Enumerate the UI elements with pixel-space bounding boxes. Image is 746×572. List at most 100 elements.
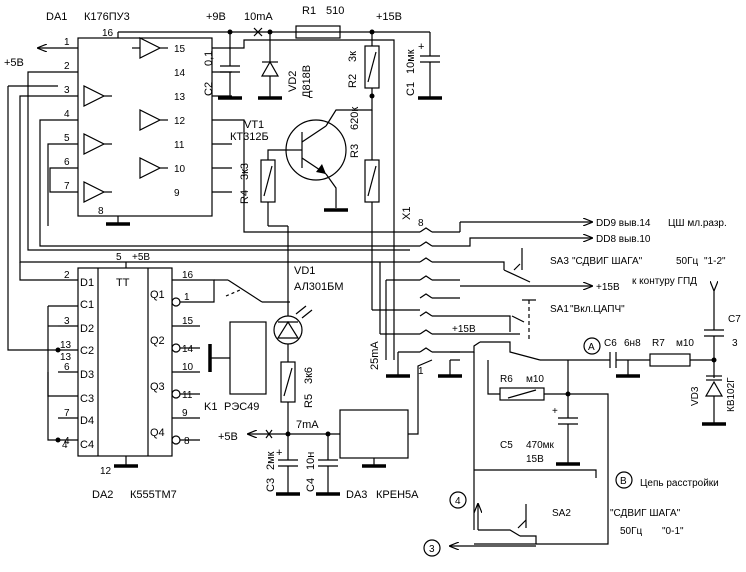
da2-c4: C4 [80, 439, 94, 451]
sa3-ref: SA3 [550, 256, 569, 267]
da2-pin12: 12 [100, 466, 112, 477]
da1-left-pins: 1 2 3 4 5 6 7 [58, 37, 78, 193]
da1-pin-9: 9 [174, 188, 180, 199]
label-v5-bottom: +5В [218, 431, 238, 443]
label-i10: 10mA [244, 11, 273, 23]
node-a [583, 337, 601, 355]
da2-pin-2: 2 [64, 270, 70, 281]
c4-value: 10н [305, 452, 317, 470]
capacitor-c7: C7 3 [704, 312, 741, 360]
varicap-vd3: VD3 КВ102Г [690, 360, 737, 426]
da2-pin-6: 6 [64, 362, 70, 373]
zener-vd2: VD2 Д818В [258, 32, 313, 100]
da2-ref: DA2 [92, 489, 113, 501]
c7-value: 3 [732, 338, 738, 349]
r1-ref: R1 [302, 5, 316, 17]
sa2-freq: 50Гц [620, 526, 643, 537]
da2-pin-7: 7 [64, 408, 70, 419]
da2-d2: D2 [80, 323, 94, 335]
sa2-pos: "0-1" [662, 526, 684, 537]
r7-value: м10 [676, 338, 694, 349]
da1-pin-4: 4 [64, 109, 70, 120]
sa1-name: "Вкл.ЦАПЧ" [570, 304, 625, 315]
sa2-ref: SA2 [552, 508, 571, 519]
r2-value: 3к [347, 51, 359, 62]
da2-pin-14: 14 [182, 344, 194, 355]
vd2-value: Д818В [301, 65, 313, 98]
c1-value: 10мк [405, 49, 417, 74]
node-4 [449, 491, 467, 509]
vd2-ref: VD2 [287, 71, 299, 92]
vt1-ref: VT1 [244, 119, 264, 131]
switch-sa1: SA1 "Вкл.ЦАПЧ" +15В [438, 299, 625, 530]
da1-pin-13: 13 [174, 92, 186, 103]
label-b-desc: Цепь расстройки [640, 478, 719, 489]
da2-q3: Q3 [150, 381, 165, 393]
da1-pin-10: 10 [174, 164, 186, 175]
da2-pin-3: 3 [64, 316, 70, 327]
da1-pin-15: 15 [174, 44, 186, 55]
c4-ref: C4 [305, 478, 317, 492]
regulator-da3: DA3 КРЕН5А [339, 359, 433, 501]
c2-value: 0,1 [203, 51, 215, 66]
resistor-r1: R1 510 [295, 5, 344, 39]
sa3-freq: 50Гц [676, 256, 699, 267]
da2-pin-13: 13 [60, 340, 72, 351]
led-vd1: VD1 АЛ301БМ [273, 226, 344, 362]
r3-value: 620к [349, 107, 361, 130]
c3-value: 2мк [265, 451, 277, 470]
r5-ref: R5 [303, 394, 315, 408]
label-i7: 7mA [296, 419, 319, 431]
capacitor-c3: + C3 2мк [265, 434, 300, 496]
da1-pin-3: 3 [64, 85, 70, 96]
da2-d4: D4 [80, 415, 94, 427]
da2-pin-15: 15 [182, 316, 194, 327]
k1-value: РЭС49 [224, 401, 259, 413]
k1-ref: K1 [204, 401, 217, 413]
sa2-name: "СДВИГ ШАГА" [610, 508, 681, 519]
da2-q1: Q1 [150, 289, 165, 301]
resistor-r3: R3 620к [349, 107, 380, 310]
chip-da1: DA1 К176ПУ3 16 8 1 2 3 4 5 6 7 [46, 11, 232, 226]
da1-pin-2: 2 [64, 61, 70, 72]
c5-value: 470мк [526, 440, 555, 451]
svg-text:+: + [552, 406, 558, 417]
c5-volt: 15В [526, 454, 544, 465]
da1-pin8: 8 [98, 206, 104, 217]
x1-pin1: 1 [418, 366, 424, 377]
label-v9: +9В [206, 11, 226, 23]
chip-da2: TT D1 C1 D2 C2 D3 C3 D4 C4 Q1 Q2 Q3 Q4 1… [58, 252, 200, 501]
da2-pin5: 5 [116, 252, 122, 263]
relay-k1: K1 РЭС49 [204, 321, 267, 413]
node-a-label: A [588, 342, 595, 353]
capacitor-c2: C2 0,1 [203, 32, 242, 100]
node-4-label: 4 [455, 496, 461, 507]
da1-pin-5: 5 [64, 133, 70, 144]
resistor-r7: R7 м10 [649, 338, 694, 367]
vd1-value: АЛ301БМ [294, 281, 344, 293]
r4-value: 3к3 [239, 163, 251, 180]
capacitor-c5: + C5 470мк 15В [500, 394, 580, 466]
sa1-ref: SA1 [550, 304, 569, 315]
da3-ref: DA3 [346, 489, 367, 501]
sa3-pos: "1-2" [704, 256, 726, 267]
da1-pin-14: 14 [174, 68, 186, 79]
da2-d3: D3 [80, 369, 94, 381]
capacitor-c6: C6 6н8 [604, 338, 641, 368]
node-b-label: B [620, 476, 627, 487]
label-dd9: DD9 выв.14 [596, 218, 651, 229]
label-v5-left: +5В [4, 57, 24, 69]
da2-c3: C3 [80, 393, 94, 405]
capacitor-c1: + C1 10мк [405, 32, 442, 100]
label-v15-sa3: +15В [596, 282, 620, 293]
c3-ref: C3 [265, 478, 277, 492]
label-dd9-desc: ЦШ мл.разр. [668, 218, 727, 229]
da1-pin-6: 6 [64, 157, 70, 168]
da1-pin16: 16 [102, 28, 114, 39]
node-3 [423, 539, 441, 557]
vd3-value: КВ102Г [726, 377, 737, 412]
resistor-r5: R5 3к6 [280, 361, 315, 434]
da2-q2: Q2 [150, 335, 165, 347]
c1-ref: C1 [405, 82, 417, 96]
